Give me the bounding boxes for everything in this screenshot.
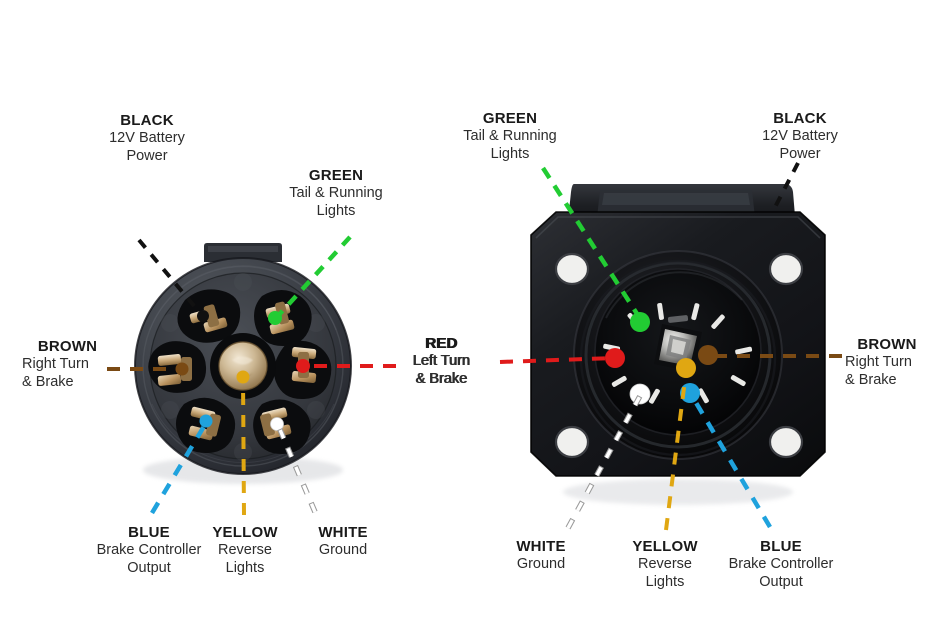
label-plug-white-title: WHITE bbox=[318, 524, 368, 541]
socket-dot-brown bbox=[698, 345, 718, 365]
label-socket-green-title: GREEN bbox=[482, 110, 538, 127]
leader-socket-red bbox=[499, 356, 615, 364]
label-plug-blue-sub1: Brake Controller bbox=[96, 542, 202, 559]
plug-contact-red bbox=[273, 340, 332, 400]
plug-dot-brown bbox=[175, 362, 189, 376]
plug-dot-red bbox=[296, 359, 310, 373]
leader-socket-black bbox=[770, 162, 800, 214]
label-plug-yellow-sub2: Lights bbox=[225, 559, 265, 576]
plug-contact-white bbox=[253, 399, 311, 454]
label-socket-white-title: WHITE bbox=[516, 538, 566, 555]
leader-socket-white bbox=[566, 395, 642, 529]
label-plug-black-title: BLACK bbox=[120, 112, 174, 129]
leader-socket-yellow bbox=[664, 371, 688, 531]
label-socket-blue-title: BLUE bbox=[760, 538, 802, 555]
label-socket-red-title: RED bbox=[425, 335, 459, 352]
label-socket-green: GREEN Tail & Running Lights bbox=[435, 110, 585, 164]
label-socket-black: BLACK 12V Battery Power bbox=[725, 110, 875, 164]
leader-socket-green bbox=[541, 166, 643, 322]
plug-dot-blue bbox=[199, 414, 213, 428]
label-plug-green: GREEN Tail & Running Lights bbox=[261, 167, 411, 221]
label-socket-brown-sub1: Right Turn bbox=[845, 354, 912, 371]
plug-dot-white bbox=[270, 417, 284, 431]
label-plug-green-sub2: Lights bbox=[316, 202, 356, 219]
socket-dot-yellow bbox=[676, 358, 696, 378]
label-socket-green-sub2: Lights bbox=[490, 145, 530, 162]
label-plug-green-sub1: Tail & Running bbox=[289, 185, 383, 202]
label-plug-brown: BROWN Right Turn & Brake bbox=[22, 338, 117, 392]
leader-plug-white bbox=[276, 424, 317, 513]
label-socket-yellow: YELLOW Reverse Lights bbox=[608, 538, 722, 592]
plug-leader-lines bbox=[107, 235, 396, 516]
label-plug-green-title: GREEN bbox=[308, 167, 364, 184]
label-plug-blue: BLUE Brake Controller Output bbox=[73, 524, 225, 578]
label-socket-blue-sub1: Brake Controller bbox=[728, 556, 834, 573]
label-socket-black-sub1: 12V Battery bbox=[762, 128, 838, 145]
label-socket-white: WHITE Ground bbox=[493, 538, 589, 574]
label-plug-blue-sub2: Output bbox=[127, 559, 171, 576]
label-socket-yellow-sub2: Lights bbox=[645, 573, 685, 590]
label-socket-yellow-sub1: Reverse bbox=[638, 556, 692, 573]
leader-plug-yellow bbox=[241, 377, 246, 516]
label-plug-white-sub1: Ground bbox=[318, 542, 368, 559]
label-plug-black-sub2: Power bbox=[126, 147, 168, 164]
socket-dot-red bbox=[605, 348, 625, 368]
socket-mounting-hole-tl bbox=[556, 254, 588, 284]
label-plug-blue-title: BLUE bbox=[128, 524, 170, 541]
label-socket-blue-sub2: Output bbox=[759, 573, 803, 590]
socket-leader-lines bbox=[499, 162, 842, 531]
label-socket-black-sub2: Power bbox=[779, 145, 821, 162]
label-plug-yellow-sub1: Reverse bbox=[218, 542, 272, 559]
label-plug-yellow-title: YELLOW bbox=[212, 524, 278, 541]
socket-mounting-hole-tr bbox=[770, 254, 802, 284]
plug-connector-graphic bbox=[134, 243, 352, 484]
leader-plug-black bbox=[137, 238, 202, 315]
label-plug-yellow: YELLOW Reverse Lights bbox=[188, 524, 302, 578]
label-socket-brown-title: BROWN bbox=[857, 336, 917, 353]
label-socket-red-sub2: & Brake bbox=[416, 370, 468, 387]
socket-mounting-hole-br bbox=[770, 427, 802, 457]
leader-plug-green bbox=[275, 235, 352, 319]
socket-mounting-hole-bl bbox=[556, 427, 588, 457]
label-socket-brown: BROWN Right Turn & Brake bbox=[845, 336, 930, 390]
label-plug-brown-sub1: Right Turn bbox=[22, 356, 89, 373]
label-socket-red-sub1: Left Turn bbox=[413, 353, 471, 370]
label-socket-black-title: BLACK bbox=[773, 110, 827, 127]
label-plug-brown-title: BROWN bbox=[37, 338, 98, 355]
label-socket-green-sub1: Tail & Running bbox=[463, 128, 557, 145]
leader-socket-blue bbox=[690, 394, 772, 529]
label-socket-blue: BLUE Brake Controller Output bbox=[705, 538, 857, 592]
leader-plug-blue bbox=[150, 421, 208, 515]
socket-dot-white bbox=[629, 383, 651, 405]
socket-blade-slots-upper bbox=[667, 315, 689, 323]
plug-dot-black bbox=[197, 310, 209, 322]
label-socket-red: RED Left Turn & Brake bbox=[396, 335, 488, 389]
label-plug-black: BLACK 12V Battery Power bbox=[72, 112, 222, 166]
label-plug-red-sub1: Left Turn bbox=[412, 353, 470, 370]
label-plug-red-title: RED bbox=[424, 335, 458, 352]
label-socket-white-sub1: Ground bbox=[516, 556, 566, 573]
label-socket-brown-sub2: & Brake bbox=[845, 371, 897, 388]
label-plug-black-sub1: 12V Battery bbox=[109, 130, 185, 147]
plug-center-pin bbox=[219, 342, 267, 390]
label-plug-red: RED Left Turn & Brake bbox=[395, 335, 487, 389]
socket-dot-green bbox=[630, 312, 650, 332]
plug-dot-yellow bbox=[236, 370, 250, 384]
label-plug-white: WHITE Ground bbox=[295, 524, 391, 560]
label-plug-brown-sub2: & Brake bbox=[22, 373, 74, 390]
label-plug-red-sub2: & Brake bbox=[415, 370, 467, 387]
socket-receptacle-graphic bbox=[530, 184, 826, 505]
label-socket-yellow-title: YELLOW bbox=[632, 538, 698, 555]
